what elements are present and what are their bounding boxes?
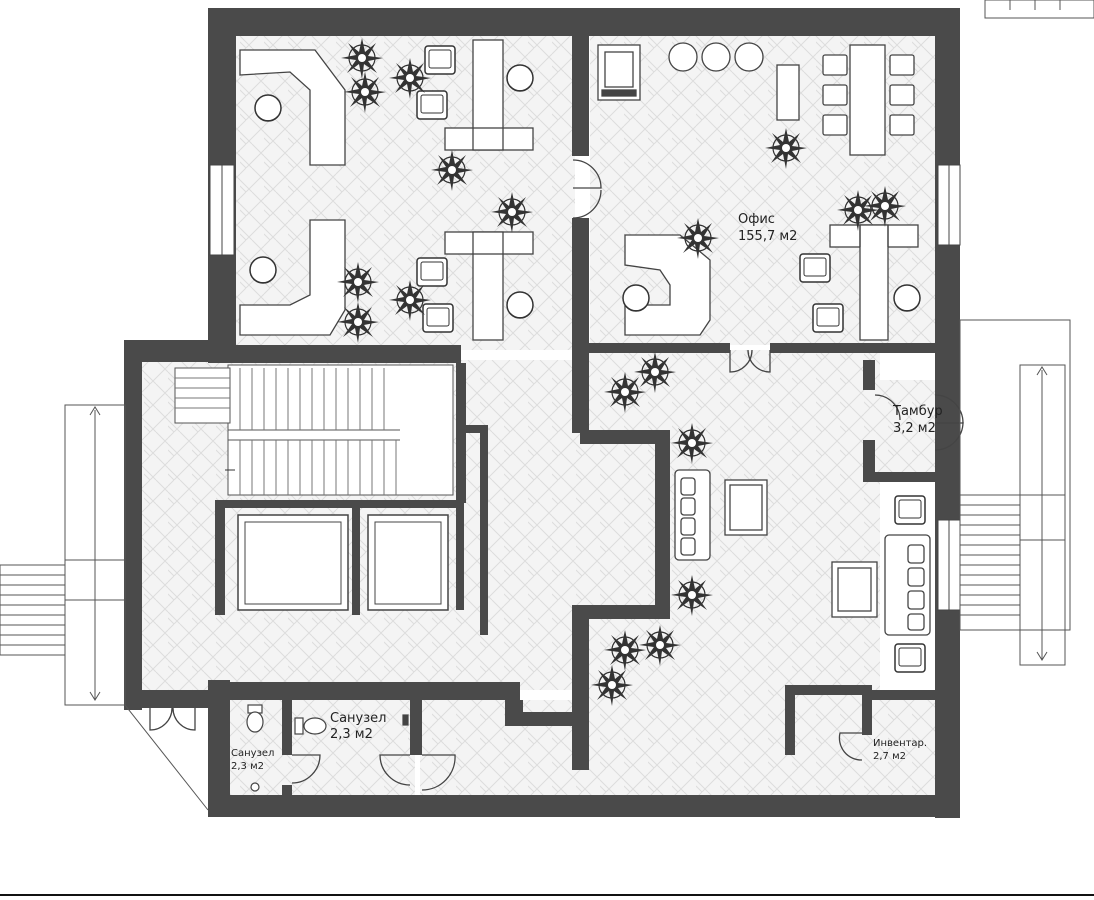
wc1-area-label: 2,3 м2: [330, 727, 373, 742]
room-labels: Офис 155,7 м2 Тамбур 3,2 м2 Санузел 2,3 …: [231, 212, 943, 772]
wc2-name-label: Санузел: [231, 748, 274, 759]
wc1-name-label: Санузел: [330, 711, 386, 726]
vestibule-name-label: Тамбур: [892, 404, 943, 419]
vestibule-area-label: 3,2 м2: [893, 421, 936, 436]
elevators: [237, 514, 449, 611]
lobby-furniture: [674, 469, 931, 673]
wc2-area-label: 2,3 м2: [231, 761, 264, 772]
storage-area-label: 2,7 м2: [873, 751, 906, 762]
wc-fixtures: [246, 704, 409, 792]
interior-stair: [174, 364, 454, 496]
exterior-stair-right: [959, 0, 1094, 666]
storage-name-label: Инвентар.: [873, 738, 927, 749]
windows: [209, 164, 961, 611]
exterior-stair-left: [0, 404, 209, 811]
doors: [149, 159, 964, 791]
walls: [124, 8, 960, 818]
office-left-furniture: [239, 39, 534, 341]
office-right-furniture: [597, 42, 921, 341]
office-area-label: 155,7 м2: [738, 229, 797, 244]
office-name-label: Офис: [738, 212, 775, 227]
